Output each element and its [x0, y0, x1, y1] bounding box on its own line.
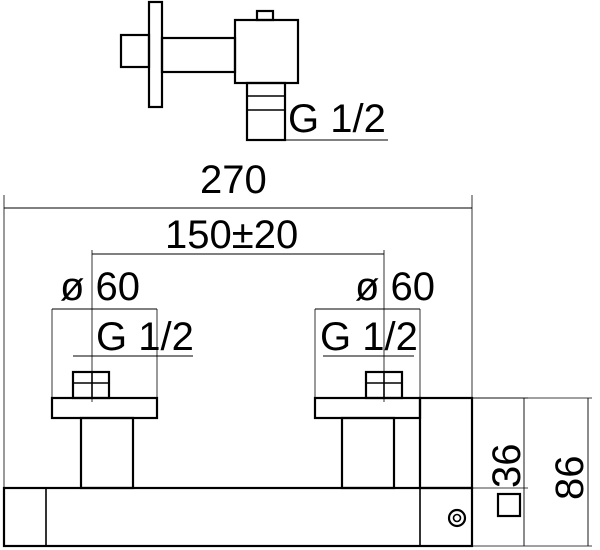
side-neck — [160, 36, 237, 74]
right-cover-flange — [313, 396, 422, 420]
right-flange-diameter-label: ø 60 — [355, 265, 435, 309]
left-eccentric-fitting — [71, 370, 111, 400]
left-fitting-body — [71, 370, 111, 400]
side-top-button — [255, 9, 275, 22]
side-body-block — [233, 18, 300, 85]
front-view: 270 150±20 ø 60 ø 60 G 1/2 G 1/2 — [2, 158, 592, 548]
left-connection-tube — [79, 416, 135, 490]
knob-profile-block — [418, 396, 474, 490]
left-flange-diameter-label: ø 60 — [60, 265, 140, 309]
side-thread-label: G 1/2 — [288, 97, 386, 141]
side-eccentric-stub — [119, 33, 151, 69]
side-lower-fitting — [245, 81, 287, 142]
center-distance-label: 150±20 — [165, 213, 298, 257]
temperature-button-icon — [447, 508, 467, 528]
side-view: G 1/2 — [119, 0, 388, 142]
left-thread-label: G 1/2 — [96, 315, 194, 359]
body-height-label: 36 — [485, 444, 529, 489]
temperature-button-center — [452, 513, 462, 523]
left-cover-flange — [50, 396, 159, 420]
mixer-body — [2, 486, 474, 548]
overall-width-label: 270 — [200, 158, 267, 202]
square-section-icon — [496, 492, 522, 518]
right-connection-tube — [340, 416, 396, 490]
side-wall-flange — [147, 0, 164, 109]
right-thread-label: G 1/2 — [320, 315, 418, 359]
overall-height-label: 86 — [548, 456, 592, 501]
right-eccentric-fitting — [364, 370, 404, 400]
